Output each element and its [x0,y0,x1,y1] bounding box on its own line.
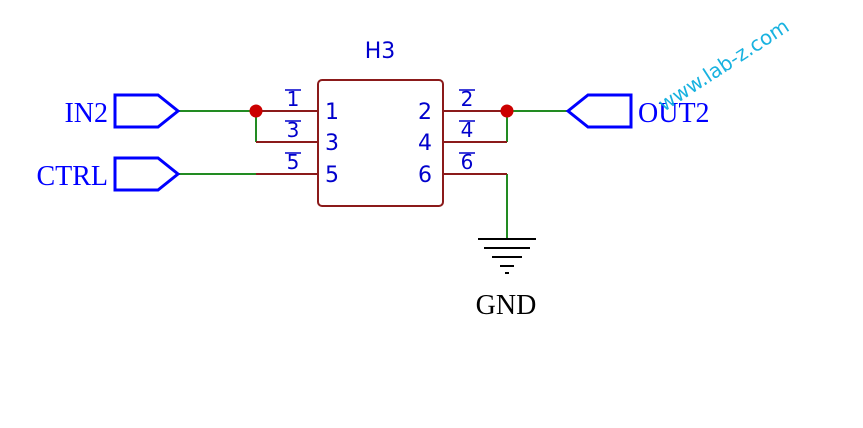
pin-numbers-outer: 1 3 5 2 4 6 [287,87,474,174]
port-in2[interactable]: IN2 [64,93,181,129]
pin-number-outer-5: 5 [287,150,300,174]
port-out2-shape[interactable] [565,93,633,129]
pin-number-outer-3: 3 [287,118,300,142]
port-out2[interactable]: OUT2 [565,93,710,129]
component-body[interactable] [317,79,444,207]
pin-number-outer-1: 1 [287,87,300,111]
pin-label-inner-5: 5 [325,163,339,188]
port-in2-shape[interactable] [113,93,181,129]
pin-labels-inner: 1 3 5 2 4 6 [325,100,432,188]
watermark: www.lab-z.com [654,14,794,116]
pin-number-outer-4: 4 [461,118,474,142]
port-in2-label: IN2 [64,98,108,129]
port-ctrl[interactable]: CTRL [36,156,181,192]
pin-stubs [256,110,507,175]
ground-label: GND [476,290,537,321]
pin-number-outer-2: 2 [461,87,474,111]
pin-number-overlines [285,89,475,154]
port-out2-label: OUT2 [638,98,710,129]
pin-label-inner-4: 4 [418,131,432,156]
junction-dot-in2 [249,104,263,118]
pin-label-inner-3: 3 [325,131,339,156]
component-designator: H3 [365,39,396,64]
port-ctrl-shape[interactable] [113,156,181,192]
pin-label-inner-1: 1 [325,100,339,125]
pin-label-inner-6: 6 [418,163,432,188]
pin-label-inner-2: 2 [418,100,432,125]
junction-dot-out2 [500,104,514,118]
ground-symbol[interactable] [478,238,536,274]
pin-number-outer-6: 6 [461,150,474,174]
port-ctrl-label: CTRL [36,161,108,192]
